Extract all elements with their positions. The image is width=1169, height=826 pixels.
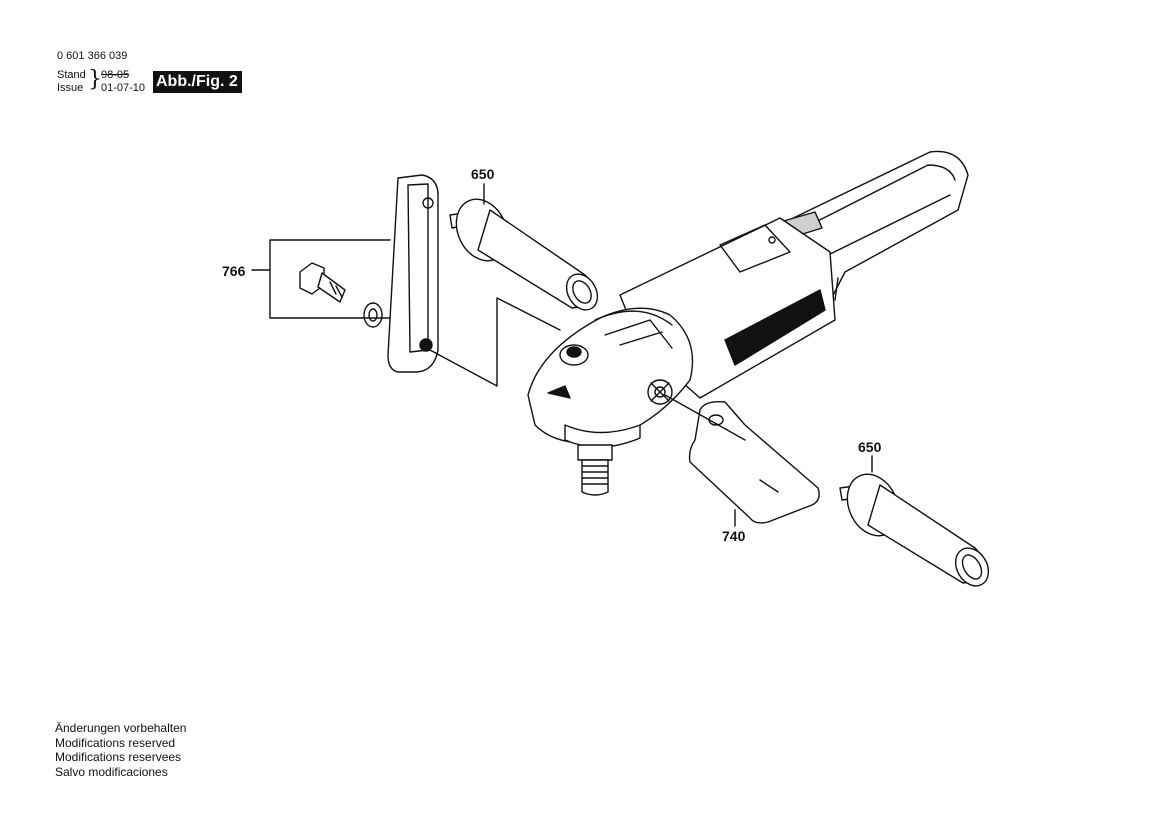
notice-line-de: Änderungen vorbehalten: [55, 721, 187, 735]
stand-date: 98-05: [101, 69, 130, 81]
notice-line-es: Salvo modificaciones: [55, 764, 168, 779]
clamping-lever: [387, 174, 439, 373]
part-number: 0 601 366 039: [57, 50, 128, 62]
angle-grinder-body: [527, 150, 969, 496]
callout-650-top: 650: [471, 166, 495, 182]
callout-766: 766: [222, 263, 246, 279]
figure-label: Abb./Fig. 2: [153, 71, 242, 93]
bracket-766: [269, 239, 391, 319]
auxiliary-handle-top: [449, 198, 599, 311]
issue-date: 01-07-10: [101, 82, 146, 94]
brace-icon: }: [88, 67, 102, 92]
washer: [363, 302, 383, 328]
notice-line-en: Modifications reserved: [55, 735, 176, 750]
assembly-reference-line: [429, 297, 561, 387]
callout-740: 740: [722, 528, 746, 544]
auxiliary-handle-bottom: [839, 473, 990, 587]
hex-bolt: [299, 262, 346, 303]
issue-label: Issue: [57, 82, 84, 94]
modifications-notice: Änderungen vorbehalten Modifications res…: [55, 721, 186, 779]
notice-line-fr: Modifications reservees: [55, 750, 182, 764]
guard-bracket: [664, 394, 820, 524]
stand-label: Stand: [57, 69, 86, 81]
callout-650-bottom: 650: [858, 439, 882, 455]
